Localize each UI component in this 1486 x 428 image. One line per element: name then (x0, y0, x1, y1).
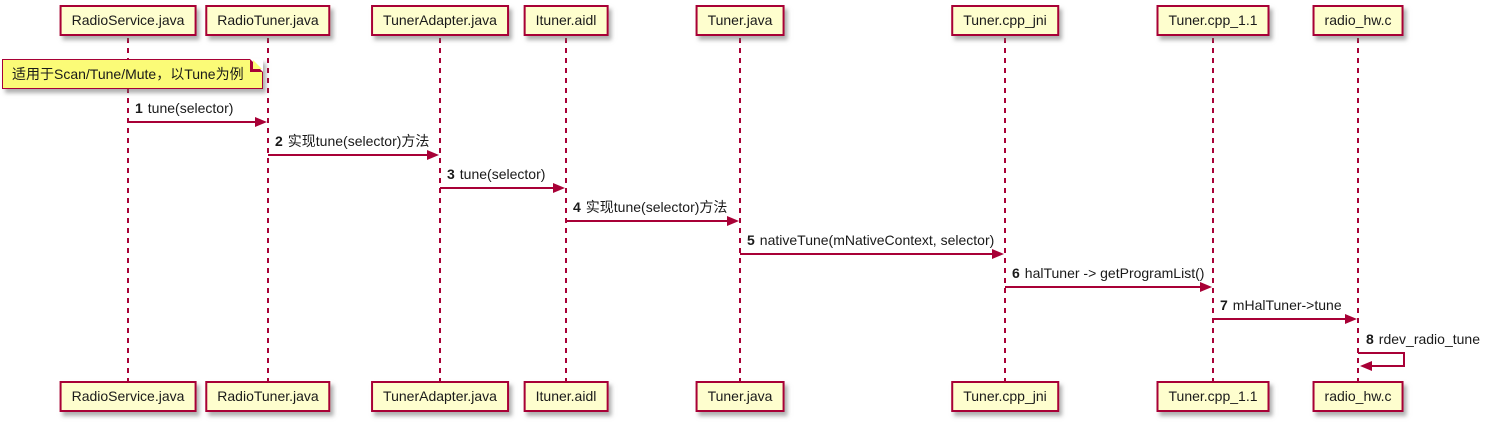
lifeline-radioservice-java (127, 38, 129, 382)
message-number: 4 (573, 199, 581, 215)
participant-bottom-tuner-cpp-1-1: Tuner.cpp_1.1 (1156, 381, 1270, 412)
arrowhead-icon-8 (1360, 361, 1372, 371)
participant-bottom-tuner-cpp-jni: Tuner.cpp_jni (951, 381, 1059, 412)
arrowhead-icon-5 (992, 249, 1004, 259)
lifeline-tuner-cpp-jni (1004, 38, 1006, 382)
message-line-7 (1213, 318, 1354, 320)
lifeline-radiotuner-java (267, 38, 269, 382)
self-message-bottom-line-8 (1371, 365, 1405, 367)
message-number: 1 (135, 100, 143, 116)
arrowhead-icon-3 (553, 183, 565, 193)
participant-top-tuner-java: Tuner.java (695, 5, 785, 36)
message-text: 实现tune(selector)方法 (287, 133, 430, 149)
participant-bottom-radioservice-java: RadioService.java (59, 381, 197, 412)
participant-top-radioservice-java: RadioService.java (59, 5, 197, 36)
lifeline-radio-hw-c (1357, 38, 1359, 382)
message-number: 6 (1012, 265, 1020, 281)
message-text: tune(selector) (147, 100, 234, 116)
participant-top-tuner-cpp-jni: Tuner.cpp_jni (951, 5, 1059, 36)
message-line-2 (268, 154, 436, 156)
arrowhead-icon-7 (1345, 314, 1357, 324)
message-number: 2 (275, 133, 283, 149)
arrowhead-icon-4 (727, 216, 739, 226)
message-line-3 (440, 187, 562, 189)
participant-bottom-tuner-java: Tuner.java (695, 381, 785, 412)
message-text: tune(selector) (459, 166, 546, 182)
message-line-1 (128, 121, 264, 123)
participant-bottom-radio-hw-c: radio_hw.c (1312, 381, 1404, 412)
message-text: mHalTuner->tune (1232, 297, 1342, 313)
participant-bottom-tuneradapter-java: TunerAdapter.java (371, 381, 509, 412)
lifeline-tuner-java (739, 38, 741, 382)
participant-top-ituner-aidl: Ituner.aidl (523, 5, 609, 36)
message-text: halTuner -> getProgramList() (1024, 265, 1205, 281)
note: 适用于Scan/Tune/Mute，以Tune为例 (2, 58, 263, 89)
participant-top-tuner-cpp-1-1: Tuner.cpp_1.1 (1156, 5, 1270, 36)
arrowhead-icon-2 (427, 150, 439, 160)
arrowhead-icon-1 (255, 117, 267, 127)
note-text: 适用于Scan/Tune/Mute，以Tune为例 (12, 66, 244, 82)
message-text: nativeTune(mNativeContext, selector) (759, 232, 995, 248)
message-line-6 (1005, 286, 1209, 288)
message-number: 7 (1220, 297, 1228, 313)
participant-bottom-radiotuner-java: RadioTuner.java (205, 381, 331, 412)
message-line-4 (566, 220, 736, 222)
participant-top-radio-hw-c: radio_hw.c (1312, 5, 1404, 36)
participant-top-radiotuner-java: RadioTuner.java (205, 5, 331, 36)
message-text: 实现tune(selector)方法 (585, 199, 728, 215)
message-number: 3 (447, 166, 455, 182)
self-message-top-line-8 (1358, 352, 1405, 354)
lifeline-tuneradapter-java (439, 38, 441, 382)
message-text: rdev_radio_tune (1378, 331, 1480, 347)
lifeline-ituner-aidl (565, 38, 567, 382)
self-message-right-line-8 (1403, 352, 1405, 367)
lifeline-tuner-cpp-1-1 (1212, 38, 1214, 382)
participant-top-tuneradapter-java: TunerAdapter.java (371, 5, 509, 36)
message-line-5 (740, 253, 1001, 255)
arrowhead-icon-6 (1200, 282, 1212, 292)
participant-bottom-ituner-aidl: Ituner.aidl (523, 381, 609, 412)
message-number: 5 (747, 232, 755, 248)
message-number: 8 (1366, 331, 1374, 347)
